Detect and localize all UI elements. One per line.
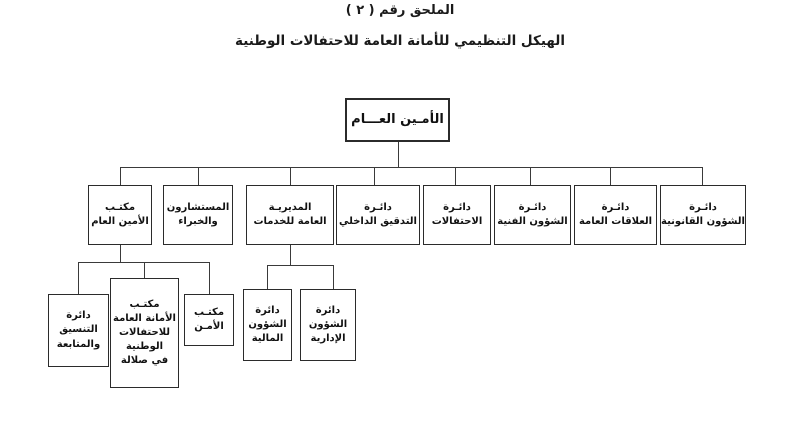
edge-office-sg-stem — [120, 245, 122, 263]
node-line: الأمـين العـــام — [351, 111, 444, 127]
edge-drop-legal — [702, 167, 704, 185]
edge-drop-salalah — [144, 262, 146, 278]
node-line: المديريـة — [268, 201, 312, 213]
node-financial-affairs[interactable]: دائرة الشؤون المالية — [243, 289, 292, 361]
node-line: والخبراء — [178, 216, 218, 227]
node-line: دائـرة — [689, 201, 717, 213]
node-line: العلاقات العامة — [578, 216, 653, 227]
node-line: الشؤون القانونية — [661, 216, 745, 227]
node-line: الشؤون — [248, 318, 287, 330]
node-line: المالية — [251, 333, 284, 345]
edge-drop-services — [290, 167, 292, 185]
document-title: الملحق رقم ( ٢ ) — [345, 3, 455, 18]
edge-drop-public-relations — [610, 167, 612, 185]
edge-services-bus — [267, 265, 334, 267]
node-line: مكتـب — [193, 306, 225, 318]
edge-drop-celebrations — [455, 167, 457, 185]
edge-drop-internal-audit — [374, 167, 376, 185]
node-line: دائـرة — [443, 201, 471, 213]
edge-services-stem — [290, 245, 292, 265]
edge-drop-coordination — [78, 262, 80, 294]
node-line: الشؤون — [308, 318, 348, 330]
node-line: العامة للخدمات — [253, 216, 327, 227]
edge-drop-advisors — [198, 167, 200, 185]
node-line: دائـرة — [364, 201, 392, 213]
node-line: التدقيق الداخلي — [339, 216, 417, 227]
node-celebrations[interactable]: دائـرة الاحتفالات — [423, 185, 491, 245]
node-line: الوطنية — [125, 341, 164, 353]
node-line: الأمانة العامة — [113, 312, 176, 324]
edge-drop-technical — [530, 167, 532, 185]
node-technical-affairs[interactable]: دائـرة الشؤون الفنية — [494, 185, 571, 245]
node-legal-affairs[interactable]: دائـرة الشؤون القانونية — [660, 185, 746, 245]
node-advisors-experts[interactable]: المستشارون والخبراء — [163, 185, 233, 245]
edge-root-stem — [398, 142, 400, 168]
node-line: في صلالة — [120, 355, 169, 367]
node-public-relations[interactable]: دائـرة العلاقات العامة — [574, 185, 657, 245]
node-line: دائرة — [66, 310, 91, 322]
node-line: المستشارون — [166, 201, 230, 213]
node-administrative-affairs[interactable]: دائرة الشؤون الإدارية — [300, 289, 356, 361]
node-line: الأمـن — [194, 321, 224, 332]
node-line: والمتابعة — [56, 338, 101, 350]
node-secretary-general[interactable]: الأمـين العـــام — [345, 98, 450, 142]
document-subtitle: الهيكل التنظيمي للأمانة العامة للاحتفالا… — [235, 33, 565, 49]
node-line: التنسيق — [59, 324, 98, 336]
node-line: الشؤون الفنية — [497, 216, 568, 227]
node-line: دائـرة — [518, 201, 547, 213]
node-line: دائرة — [315, 304, 341, 316]
node-line: مكتـب — [104, 201, 136, 213]
node-line: الإدارية — [310, 333, 346, 345]
node-office-secretary-general[interactable]: مكتـب الأمين العام — [88, 185, 152, 245]
node-line: للاحتفالات — [118, 326, 171, 338]
edge-drop-office-sg — [120, 167, 122, 185]
edge-drop-security — [209, 262, 211, 294]
node-line: دائـرة — [601, 201, 630, 213]
node-internal-audit[interactable]: دائـرة التدقيق الداخلي — [336, 185, 420, 245]
node-security-office[interactable]: مكتـب الأمـن — [184, 294, 234, 346]
node-line: الاحتفالات — [431, 216, 483, 227]
node-salalah-office[interactable]: مكتـب الأمانة العامة للاحتفالات الوطنية … — [110, 278, 179, 388]
edge-drop-administrative — [333, 265, 335, 289]
edge-office-sg-bus — [78, 262, 209, 264]
node-services-directorate[interactable]: المديريـة العامة للخدمات — [246, 185, 334, 245]
node-coordination-followup[interactable]: دائرة التنسيق والمتابعة — [48, 294, 109, 367]
node-line: دائرة — [255, 304, 280, 316]
node-line: مكتـب — [129, 298, 160, 310]
edge-drop-financial — [267, 265, 269, 289]
node-line: الأمين العام — [91, 216, 149, 227]
edge-main-bus — [120, 167, 703, 169]
